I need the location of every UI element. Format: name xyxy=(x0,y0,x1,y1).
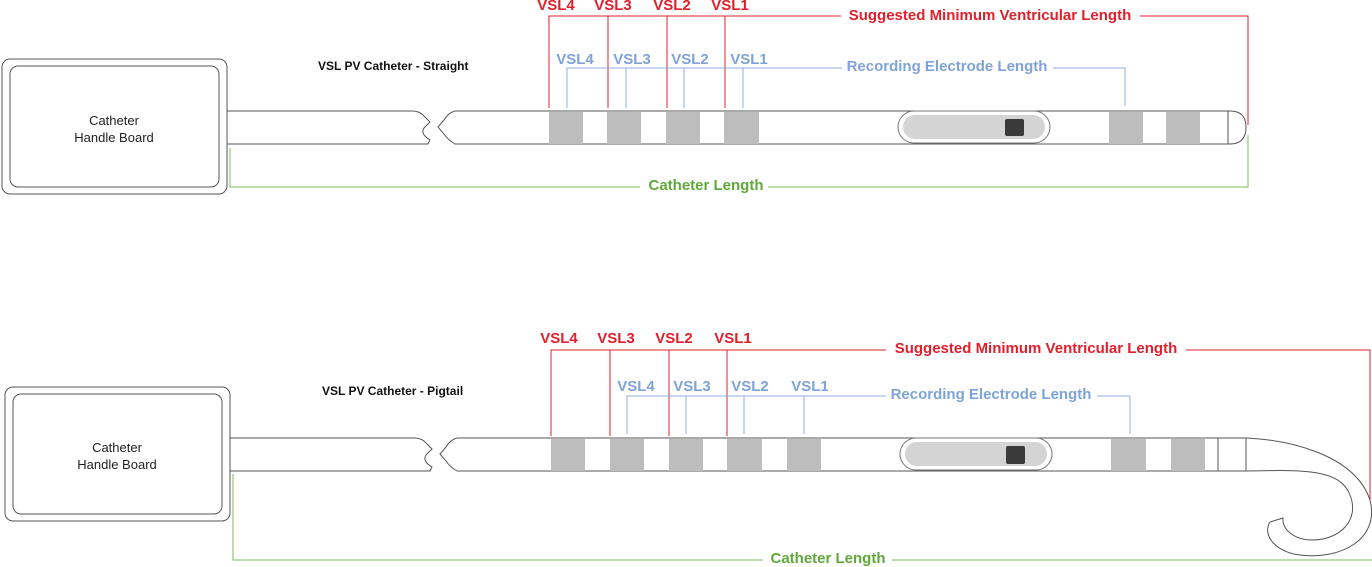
electrode xyxy=(787,439,821,471)
recording-bracket-end xyxy=(1097,395,1131,434)
electrode xyxy=(666,112,700,144)
electrode xyxy=(610,439,644,471)
handle-label-line2: Handle Board xyxy=(77,457,157,472)
electrode xyxy=(1109,112,1143,144)
suggested-bracket-end xyxy=(1186,349,1371,500)
handle-label-line2: Handle Board xyxy=(74,130,154,145)
electrode xyxy=(551,439,585,471)
electrode xyxy=(669,439,703,471)
pigtail-catheter: Catheter Handle Board VSL PV Catheter - … xyxy=(4,330,1372,567)
suggested-length-label: Suggested Minimum Ventricular Length xyxy=(849,7,1132,24)
catheter-body-left xyxy=(230,437,433,472)
recording-length-label: Recording Electrode Length xyxy=(847,58,1048,75)
suggested-label-vsl1: VSL1 xyxy=(714,330,752,347)
catheter-title: VSL PV Catheter - Straight xyxy=(318,59,468,73)
suggested-label-vsl2: VSL2 xyxy=(655,330,693,347)
catheter-length-bracket-left xyxy=(232,474,763,561)
pressure-sensor-inner xyxy=(905,442,1047,466)
catheter-length-bracket-right xyxy=(768,135,1249,188)
suggested-label-vsl4: VSL4 xyxy=(537,0,575,14)
suggested-label-vsl1: VSL1 xyxy=(711,0,749,14)
pigtail-curl xyxy=(1245,437,1372,557)
suggested-bracket-end xyxy=(1140,15,1249,125)
handle-label-line1: Catheter xyxy=(89,113,140,128)
suggested-bracket-vsl4 xyxy=(548,15,841,108)
catheter-length-bracket-left xyxy=(229,148,640,188)
catheter-body-main xyxy=(439,437,1247,472)
recording-label-vsl3: VSL3 xyxy=(673,378,711,395)
catheter-body-left xyxy=(227,110,431,145)
pressure-sensor-chip xyxy=(1005,119,1024,136)
pressure-sensor-chip xyxy=(1006,446,1025,464)
recording-label-vsl2: VSL2 xyxy=(731,378,769,395)
suggested-label-vsl2: VSL2 xyxy=(653,0,691,14)
electrode xyxy=(607,112,641,144)
suggested-label-vsl3: VSL3 xyxy=(597,330,635,347)
suggested-bracket-vsl4 xyxy=(550,349,886,436)
electrode xyxy=(724,112,759,144)
recording-length-label: Recording Electrode Length xyxy=(891,386,1092,403)
catheter-body-main xyxy=(437,110,1247,145)
catheter-length-label: Catheter Length xyxy=(770,550,885,567)
handle-board-inner xyxy=(9,65,220,188)
catheter-length-label: Catheter Length xyxy=(648,177,763,194)
recording-bracket-end xyxy=(1053,67,1126,106)
suggested-length-label: Suggested Minimum Ventricular Length xyxy=(895,340,1178,357)
electrode xyxy=(1171,439,1205,471)
electrode xyxy=(1111,439,1146,471)
handle-label-line1: Catheter xyxy=(92,440,143,455)
suggested-label-vsl3: VSL3 xyxy=(594,0,632,14)
recording-label-vsl4: VSL4 xyxy=(617,378,655,395)
recording-label-vsl3: VSL3 xyxy=(613,51,651,68)
recording-label-vsl1: VSL1 xyxy=(791,378,829,395)
catheter-title: VSL PV Catheter - Pigtail xyxy=(322,384,463,398)
handle-board-inner xyxy=(12,393,223,515)
electrode xyxy=(549,112,583,144)
electrode xyxy=(727,439,762,471)
straight-catheter: Catheter Handle Board VSL PV Catheter - … xyxy=(1,0,1249,195)
recording-bracket-vsl4 xyxy=(566,67,842,108)
electrode xyxy=(1166,112,1200,144)
recording-label-vsl2: VSL2 xyxy=(671,51,709,68)
recording-label-vsl4: VSL4 xyxy=(556,51,594,68)
recording-bracket-vsl4 xyxy=(626,395,886,434)
suggested-label-vsl4: VSL4 xyxy=(540,330,578,347)
recording-label-vsl1: VSL1 xyxy=(730,51,768,68)
